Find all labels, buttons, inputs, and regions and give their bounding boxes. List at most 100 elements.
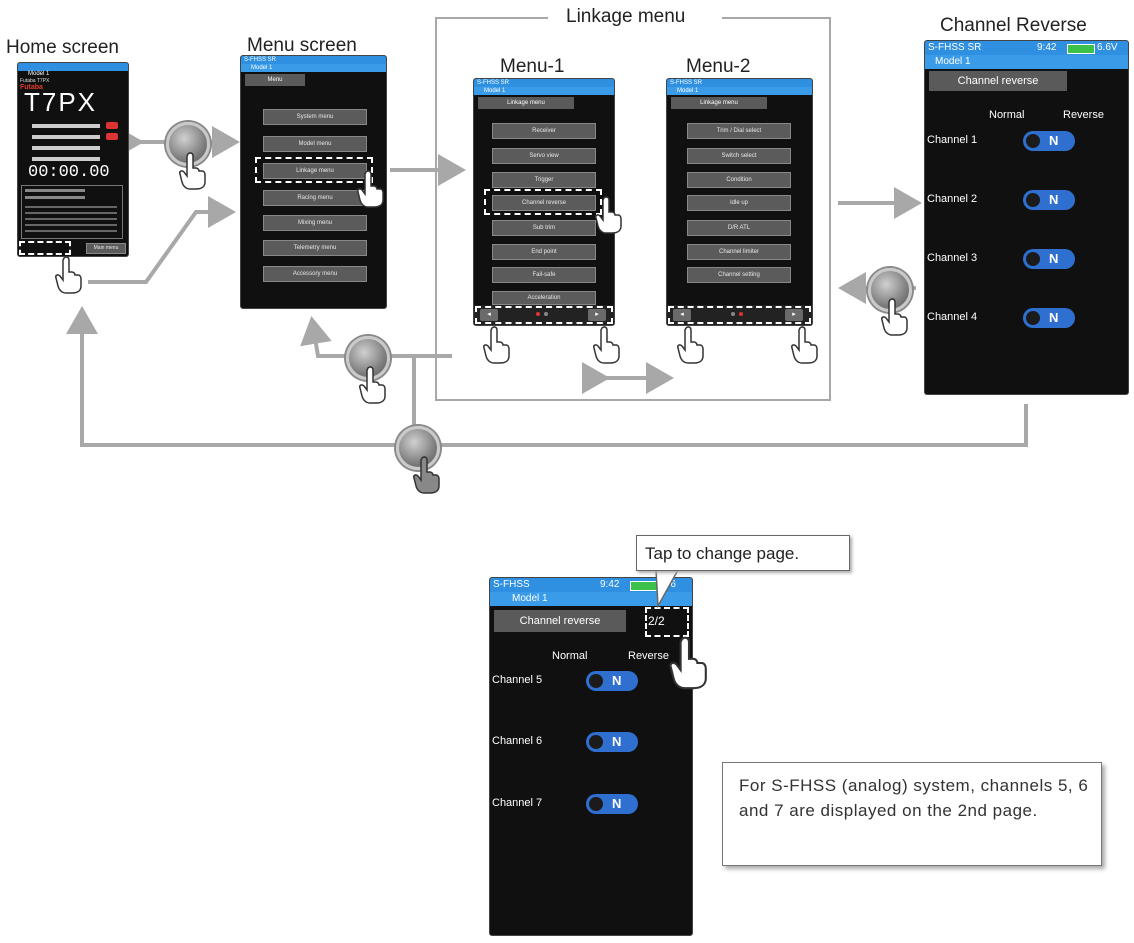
hand-pointer-icon	[669, 636, 707, 690]
home-sub-line: Futaba T7PX	[20, 78, 50, 84]
page-dots	[544, 312, 548, 316]
arrow-linkage-to-menu	[300, 316, 452, 358]
page2-channel-label: Channel 7	[492, 797, 543, 809]
home-red-badge	[106, 133, 118, 140]
caption-menu-1: Menu-1	[500, 56, 565, 77]
chrev-col-normal: Normal	[989, 109, 1025, 121]
menu2-item[interactable]: Switch select	[687, 148, 791, 164]
chrev-time: 9:42	[1037, 42, 1057, 53]
menu2-item[interactable]: Condition	[687, 172, 791, 188]
chrev-channel-label: Channel 1	[927, 134, 978, 146]
menu1-item-channel-reverse[interactable]: Channel reverse	[492, 195, 596, 211]
chrev-toggle[interactable]: N	[1023, 131, 1075, 151]
home-main-menu-button[interactable]: Main menu	[86, 243, 126, 254]
chrev-channel-label: Channel 3	[927, 252, 978, 264]
chrev-status: S-FHSS SR	[928, 42, 982, 53]
menu1-item[interactable]: Sub trim	[492, 220, 596, 236]
menu-item[interactable]: Mixing menu	[263, 215, 367, 231]
toggle-label: N	[1049, 133, 1059, 148]
home-trim-row	[32, 124, 100, 128]
page2-model-bar: Model 1	[490, 592, 692, 606]
page-dots	[739, 312, 743, 316]
menu2-item[interactable]: Trim / Dial select	[687, 123, 791, 139]
page2-channel-label: Channel 6	[492, 735, 543, 747]
chrev-col-reverse: Reverse	[1063, 109, 1104, 121]
chrev-channel-label: Channel 4	[927, 311, 978, 323]
chrev-toggle[interactable]: N	[1023, 249, 1075, 269]
caption-menu-2: Menu-2	[686, 56, 751, 77]
chrev-voltage: 6.6V	[1097, 42, 1118, 53]
menu1-prev-button[interactable]: ◂	[480, 309, 498, 321]
callout-box: Tap to change page.	[636, 535, 850, 571]
chrev-tab: Channel reverse	[929, 71, 1067, 91]
toggle-knob	[589, 735, 603, 749]
menu2-status-bar: S-FHSS SR	[667, 79, 812, 87]
menu2-item[interactable]: Channel setting	[687, 267, 791, 283]
menu-item[interactable]: Model menu	[263, 136, 367, 152]
menu2-tab: Linkage menu	[671, 97, 767, 109]
hand-pointer-icon	[677, 326, 704, 364]
home-screen: Model 1 Futaba T7PX Futaba T7PX 00:00.00…	[17, 62, 129, 257]
toggle-label: N	[612, 673, 622, 688]
menu2-model-bar: Model 1	[667, 87, 812, 95]
page2-page-indicator[interactable]: 2/2	[648, 614, 665, 628]
toggle-label: N	[1049, 192, 1059, 207]
hand-pointer-icon	[483, 326, 510, 364]
menu1-screen: S-FHSS SR Model 1 Linkage menu Receiver …	[473, 78, 615, 326]
hand-pointer-icon	[359, 366, 386, 404]
hand-pointer-icon	[413, 456, 440, 494]
menu2-item[interactable]: Idle up	[687, 195, 791, 211]
toggle-label: N	[1049, 251, 1059, 266]
menu1-item[interactable]: Trigger	[492, 172, 596, 188]
page2-time: 9:42	[600, 579, 620, 590]
menu1-item[interactable]: Fail-safe	[492, 267, 596, 283]
menu-item[interactable]: System menu	[263, 109, 367, 125]
page2-toggle[interactable]: N	[586, 671, 638, 691]
home-status-bar	[18, 63, 128, 71]
page-dots	[536, 312, 540, 316]
menu2-item[interactable]: D/R ATL	[687, 220, 791, 236]
menu1-next-button[interactable]: ▸	[588, 309, 606, 321]
chrev-toggle[interactable]: N	[1023, 308, 1075, 328]
hand-pointer-icon	[791, 326, 818, 364]
home-brand: Futaba	[20, 84, 43, 91]
caption-home-screen: Home screen	[6, 37, 119, 58]
page2-status: S-FHSS	[493, 579, 530, 590]
menu2-next-button[interactable]: ▸	[785, 309, 803, 321]
menu-item[interactable]: Telemetry menu	[263, 240, 367, 256]
toggle-knob	[589, 674, 603, 688]
hand-pointer-icon	[595, 196, 622, 234]
menu2-prev-button[interactable]: ◂	[673, 309, 691, 321]
channel-reverse-screen: S-FHSS SR 9:42 6.6V Model 1 Channel reve…	[924, 40, 1129, 395]
menu1-item[interactable]: Receiver	[492, 123, 596, 139]
menu1-item[interactable]: Servo view	[492, 148, 596, 164]
chrev-channel-label: Channel 2	[927, 193, 978, 205]
chrev-model-bar: Model 1	[925, 55, 1128, 69]
menu1-nav-highlight	[475, 306, 613, 324]
menu1-channel-reverse-highlight	[484, 189, 602, 215]
menu2-item[interactable]: Channel limiter	[687, 244, 791, 260]
menu-item[interactable]: Accessory menu	[263, 266, 367, 282]
menu1-item[interactable]: End point	[492, 244, 596, 260]
tap-button-icon	[396, 426, 440, 470]
arrow-home-to-menu	[88, 196, 236, 284]
menu1-nav-bar: ◂ ▸	[474, 305, 614, 325]
menu-item[interactable]: Racing menu	[263, 190, 367, 206]
hand-pointer-icon	[357, 170, 384, 208]
page2-toggle[interactable]: N	[586, 732, 638, 752]
home-trim-row	[32, 146, 100, 150]
page2-tab: Channel reverse	[494, 610, 626, 632]
page2-col-normal: Normal	[552, 650, 588, 662]
toggle-knob	[1026, 311, 1040, 325]
chrev-toggle[interactable]: N	[1023, 190, 1075, 210]
caption-channel-reverse: Channel Reverse	[940, 15, 1087, 36]
menu1-item[interactable]: Acceleration	[492, 291, 596, 305]
page2-toggle[interactable]: N	[586, 794, 638, 814]
home-red-badge	[106, 122, 118, 129]
toggle-knob	[1026, 252, 1040, 266]
hand-pointer-icon	[55, 256, 82, 294]
caption-linkage-menu: Linkage menu	[566, 6, 686, 27]
home-logo: T7PX	[24, 87, 98, 117]
menu2-screen: S-FHSS SR Model 1 Linkage menu Trim / Di…	[666, 78, 813, 326]
page-indicator-highlight	[645, 607, 689, 637]
